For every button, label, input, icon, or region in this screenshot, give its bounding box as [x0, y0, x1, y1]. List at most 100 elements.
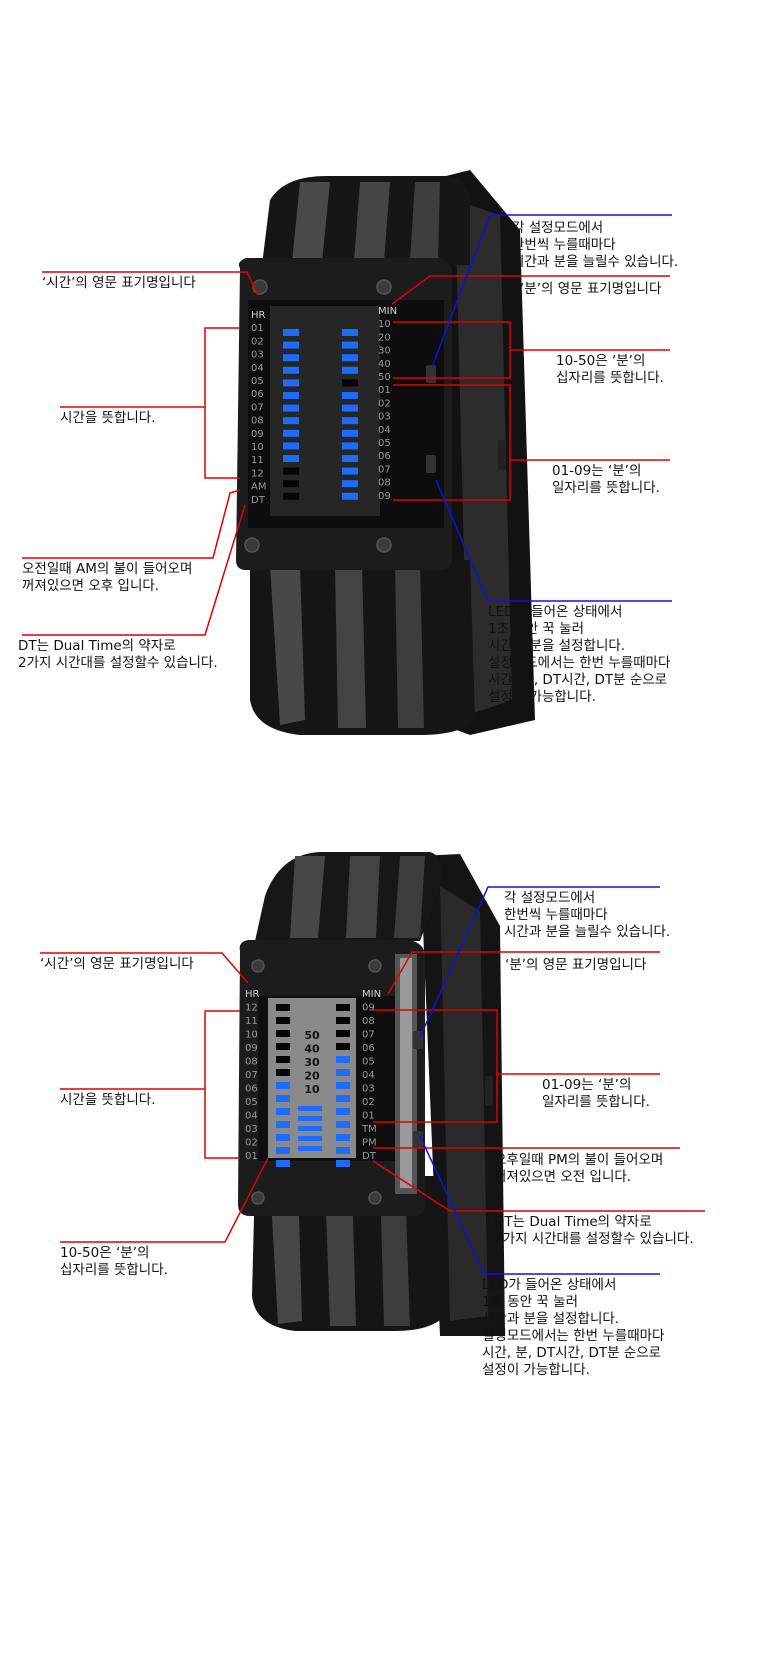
- scale-label: 20: [304, 1070, 320, 1083]
- label-tens: 10-50은 ‘분’의 십자리를 뜻합니다.: [60, 1245, 168, 1278]
- hour-led: [283, 480, 299, 488]
- tens-led: [298, 1126, 322, 1131]
- minute-led: [342, 455, 358, 462]
- minute-led: [336, 1134, 350, 1141]
- scale-label: 08: [245, 1057, 258, 1068]
- scale-label: PM: [362, 1138, 377, 1149]
- scale-label: 06: [362, 1043, 375, 1054]
- scale-label: 30: [378, 346, 391, 357]
- scale-label: 50: [378, 372, 391, 383]
- scale-label: 06: [378, 451, 391, 462]
- scale-label: 10: [251, 442, 264, 453]
- tens-led: [298, 1116, 322, 1121]
- scale-label: 06: [251, 389, 264, 400]
- minute-led: [336, 1004, 350, 1011]
- minute-led: [336, 1095, 350, 1102]
- minute-led: [342, 417, 358, 425]
- scale-label: 09: [251, 429, 264, 440]
- hour-led: [276, 1134, 290, 1141]
- hour-led: [283, 392, 299, 399]
- scale-label: TM: [361, 1124, 377, 1135]
- label-set-mode: 각 설정모드에서 한번씩 누를때마다 시간과 분을 늘릴수 있습니다.: [512, 220, 679, 270]
- scale-label: 05: [251, 376, 264, 387]
- scale-label: 12: [251, 468, 264, 479]
- label-led-hold: LED가 들어온 상태에서 1초 동안 꾹 눌러 시간과 분을 설정합니다. 설…: [482, 1277, 665, 1378]
- scale-label: 02: [251, 336, 264, 347]
- label-tens: 10-50은 ‘분’의 십자리를 뜻합니다.: [556, 353, 664, 386]
- scale-label: 30: [304, 1056, 320, 1069]
- label-hours: 시간을 뜻합니다.: [60, 410, 156, 426]
- minute-led: [342, 404, 358, 412]
- scale-label: 07: [251, 402, 264, 413]
- minute-led: [336, 1030, 350, 1037]
- minute-led: [342, 341, 358, 349]
- scale-label: MIN: [378, 306, 397, 317]
- hour-led: [283, 429, 299, 437]
- scale-label: 03: [362, 1084, 375, 1095]
- label-hr-name: ‘시간’의 영문 표기명입니다: [40, 956, 194, 972]
- label-hours: 시간을 뜻합니다.: [60, 1092, 156, 1108]
- scale-label: 11: [251, 455, 264, 466]
- label-hr-name: ‘시간’의 영문 표기명입니다: [42, 275, 196, 291]
- scale-label: 09: [245, 1043, 258, 1054]
- label-ones: 01-09는 ‘분’의 일자리를 뜻합니다.: [542, 1077, 650, 1110]
- minute-led: [342, 354, 358, 362]
- scale-label: 06: [245, 1084, 258, 1095]
- scale-label: 40: [304, 1043, 320, 1056]
- label-min-name: ‘분’의 영문 표기명입니다: [505, 957, 647, 973]
- minute-led: [336, 1108, 350, 1115]
- scale-label: 03: [245, 1124, 258, 1135]
- scale-label: MIN: [362, 989, 381, 1000]
- minute-led: [342, 366, 358, 374]
- minute-led: [336, 1069, 350, 1076]
- scale-label: 08: [362, 1016, 375, 1027]
- minute-led: [336, 1043, 350, 1050]
- hour-led: [276, 1147, 290, 1154]
- scale-label: HR: [245, 989, 260, 1000]
- hour-led: [276, 1108, 290, 1115]
- hour-led: [283, 467, 299, 475]
- scale-label: 05: [245, 1097, 258, 1108]
- hour-led: [276, 1121, 290, 1128]
- scale-label: 04: [245, 1111, 258, 1122]
- scale-label: DT: [251, 495, 266, 506]
- scale-label: 02: [245, 1138, 258, 1149]
- minute-led: [342, 492, 358, 500]
- minute-led: [342, 329, 358, 336]
- minute-led: [342, 480, 358, 488]
- hour-led: [276, 1069, 290, 1076]
- scale-label: 07: [362, 1030, 375, 1041]
- minute-led: [336, 1147, 350, 1154]
- hour-led: [283, 455, 299, 462]
- scale-label: 10: [378, 319, 391, 330]
- label-led-hold: LED가 들어온 상태에서 1초 동안 꾹 눌러 시간과 분을 설정합니다. 설…: [488, 604, 671, 705]
- minute-led: [342, 379, 358, 387]
- scale-label: 07: [245, 1070, 258, 1081]
- label-am: 오전일때 AM의 불이 들어오며 꺼져있으면 오후 입니다.: [22, 561, 193, 594]
- hour-led: [283, 354, 299, 362]
- scale-label: 02: [362, 1097, 375, 1108]
- scale-label: 50: [304, 1029, 320, 1042]
- scale-label: 03: [251, 350, 264, 361]
- hour-led: [283, 417, 299, 425]
- scale-label: 01: [245, 1151, 258, 1162]
- hour-led: [276, 1056, 290, 1063]
- scale-label: 04: [378, 425, 391, 436]
- hour-led: [283, 492, 299, 500]
- tens-led: [298, 1146, 322, 1151]
- scale-label: DT: [362, 1151, 377, 1162]
- hour-led: [276, 1160, 290, 1167]
- tens-led: [298, 1106, 322, 1111]
- scale-label: 04: [362, 1070, 375, 1081]
- minute-led: [342, 392, 358, 399]
- label-set-mode: 각 설정모드에서 한번씩 누를때마다 시간과 분을 늘릴수 있습니다.: [504, 890, 671, 940]
- scale-label: 05: [378, 438, 391, 449]
- scale-label: AM: [251, 482, 266, 493]
- scale-label: 01: [378, 385, 391, 396]
- hour-led: [276, 1017, 290, 1024]
- hour-led: [283, 341, 299, 349]
